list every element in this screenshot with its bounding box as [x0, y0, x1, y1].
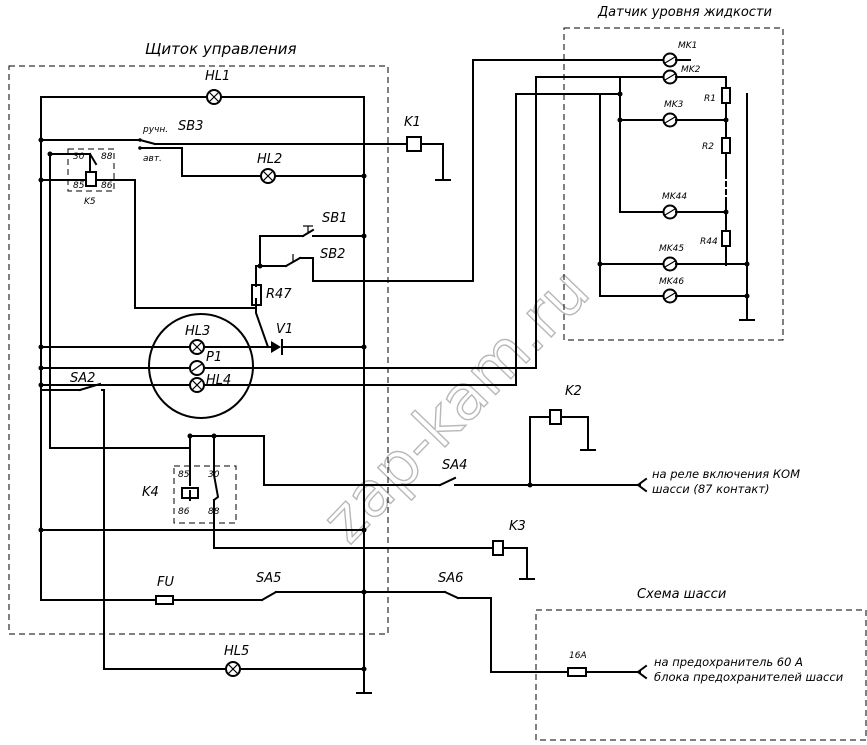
- label-hl1: HL1: [205, 69, 230, 84]
- lamp-hl1: [206, 89, 222, 105]
- label-k4: K4: [142, 485, 159, 500]
- level-sensor-box: [563, 27, 784, 341]
- relay-k1-coil: [406, 136, 422, 152]
- label-r1: R1: [704, 94, 716, 104]
- label-v1: V1: [276, 322, 293, 337]
- note-fuse-line1: на предохранитель 60 А: [654, 655, 803, 669]
- label-sa6: SA6: [438, 571, 463, 586]
- relay-k4: [173, 465, 237, 524]
- note-kom-line1: на реле включения КОМ: [652, 467, 800, 481]
- label-r44: R44: [700, 237, 718, 247]
- k4-pin-85: 85: [178, 470, 190, 480]
- k5-pin-88: 88: [101, 152, 113, 162]
- k4-pin-88: 88: [208, 507, 220, 517]
- resistor-r44: [721, 230, 731, 247]
- resistor-r1: [721, 87, 731, 104]
- lamp-hl3: [189, 339, 205, 355]
- gauge-p1: [189, 360, 205, 376]
- chassis-box: [535, 609, 867, 741]
- label-r47: R47: [266, 287, 292, 302]
- k5-pin-30: 30: [73, 152, 85, 162]
- resistor-r2: [721, 137, 731, 154]
- label-mk3: MK3: [664, 100, 684, 110]
- label-hl5: HL5: [224, 644, 249, 659]
- label-sa5: SA5: [256, 571, 281, 586]
- label-sb3-auto: авт.: [143, 154, 162, 164]
- label-hl4: HL4: [206, 373, 231, 388]
- label-fuse-16a: 16A: [569, 651, 587, 661]
- label-sa4: SA4: [442, 458, 467, 473]
- relay-k5: [67, 148, 115, 192]
- switch-sb3: [138, 138, 157, 150]
- k5-pin-86: 86: [101, 181, 113, 191]
- junction-dots: [38, 91, 750, 672]
- control-panel-box: [8, 65, 389, 635]
- label-sb3-manual: ручн.: [142, 125, 168, 135]
- label-mk44: MK44: [662, 192, 687, 202]
- label-k1: K1: [404, 115, 421, 130]
- switch-sa4: [438, 476, 457, 487]
- watermark: zap-kam.ru: [307, 253, 604, 557]
- lamp-hl5: [225, 661, 241, 677]
- sensor-title: Датчик уровня жидкости: [597, 5, 772, 20]
- label-mk2: MK2: [681, 65, 701, 75]
- panel-wiring: [40, 59, 664, 694]
- sensor-labels: MK1 MK2 MK3 MK44 MK45 MK46 R1 R2 R44: [659, 41, 718, 287]
- chassis-title: Схема шасси: [637, 587, 726, 602]
- resistor-r47: [251, 284, 262, 306]
- label-k3: K3: [509, 519, 526, 534]
- button-sb2: [284, 254, 302, 268]
- probe-mk45: [662, 256, 678, 272]
- label-p1: P1: [206, 350, 222, 365]
- arrow-icons: [636, 477, 648, 680]
- k4-pin-86: 86: [178, 507, 190, 517]
- label-mk46: MK46: [659, 277, 684, 287]
- fuse-fu: [155, 595, 174, 605]
- label-fu: FU: [157, 575, 174, 590]
- label-k2: K2: [565, 384, 582, 399]
- relay-k2-coil: [549, 409, 562, 425]
- probe-mk2: [662, 69, 678, 85]
- fuse-16a: [567, 667, 587, 677]
- label-mk1: MK1: [678, 41, 697, 51]
- svg-text:zap-kam.ru: zap-kam.ru: [308, 254, 604, 556]
- probe-mk3: [662, 112, 678, 128]
- switch-sa5: [260, 590, 278, 602]
- switch-sa2: [78, 382, 102, 392]
- label-sb1: SB1: [322, 211, 347, 226]
- note-kom-line2: шасси (87 контакт): [652, 482, 770, 496]
- component-labels: HL1 HL2 HL3 P1 HL4 HL5 SB1 SB2 SB3 ручн.…: [70, 69, 587, 661]
- label-r2: R2: [702, 142, 714, 152]
- k4-pin-30: 30: [208, 470, 220, 480]
- switch-sa6: [443, 590, 460, 600]
- probe-mk1: [662, 52, 678, 68]
- lamp-hl4: [189, 377, 205, 393]
- probe-mk44: [662, 204, 678, 220]
- label-hl3: HL3: [185, 324, 210, 339]
- button-sb1: [301, 225, 315, 238]
- relay-k3-coil: [492, 540, 504, 556]
- k5-pin-85: 85: [73, 181, 85, 191]
- label-sb2: SB2: [320, 247, 345, 262]
- relay-pin-labels: 30 88 85 86 85 30 86 88: [73, 152, 220, 517]
- diode-v1: [271, 339, 283, 355]
- lamp-hl2: [260, 168, 276, 184]
- probe-mk46: [662, 288, 678, 304]
- note-fuse-line2: блока предохранителей шасси: [654, 670, 844, 684]
- label-mk45: MK45: [659, 244, 684, 254]
- label-sa2: SA2: [70, 371, 95, 386]
- label-k5: K5: [84, 197, 96, 207]
- label-hl2: HL2: [257, 152, 282, 167]
- panel-title: Щиток управления: [145, 40, 297, 58]
- sensor-wiring: [599, 59, 755, 321]
- notes: на реле включения КОМ шасси (87 контакт)…: [652, 467, 844, 684]
- label-sb3: SB3: [178, 119, 203, 134]
